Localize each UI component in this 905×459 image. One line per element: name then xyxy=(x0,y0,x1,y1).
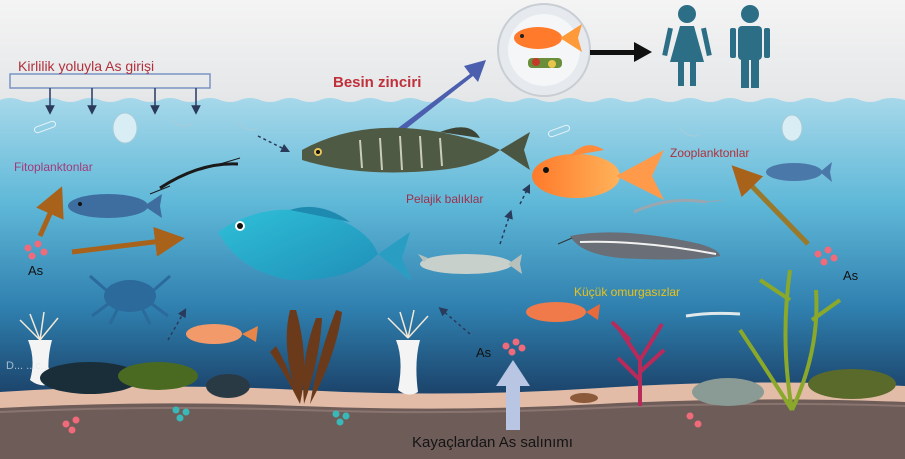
fish-on-plate-icon xyxy=(498,4,590,96)
rock-release-label: Kayaçlardan As salınımı xyxy=(412,434,573,451)
benthic-partial-label: D... ...c... xyxy=(6,360,50,372)
arsenic-label-right: As xyxy=(843,268,858,283)
food-chain-label: Besin zinciri xyxy=(333,74,421,91)
pollution-input-label: Kirlilik yoluyla As girişi xyxy=(18,58,154,74)
arsenic-label-bottom: As xyxy=(476,345,491,360)
arsenic-label-left: As xyxy=(28,263,43,278)
zooplankton-label: Zooplanktonlar xyxy=(670,146,749,160)
amphipod-icon xyxy=(570,393,598,403)
small-invertebrates-label: Küçük omurgasızlar xyxy=(574,285,680,299)
phytoplankton-label: Fitoplanktonlar xyxy=(14,160,93,174)
pelagic-fish-label: Pelajik balıklar xyxy=(406,192,483,206)
